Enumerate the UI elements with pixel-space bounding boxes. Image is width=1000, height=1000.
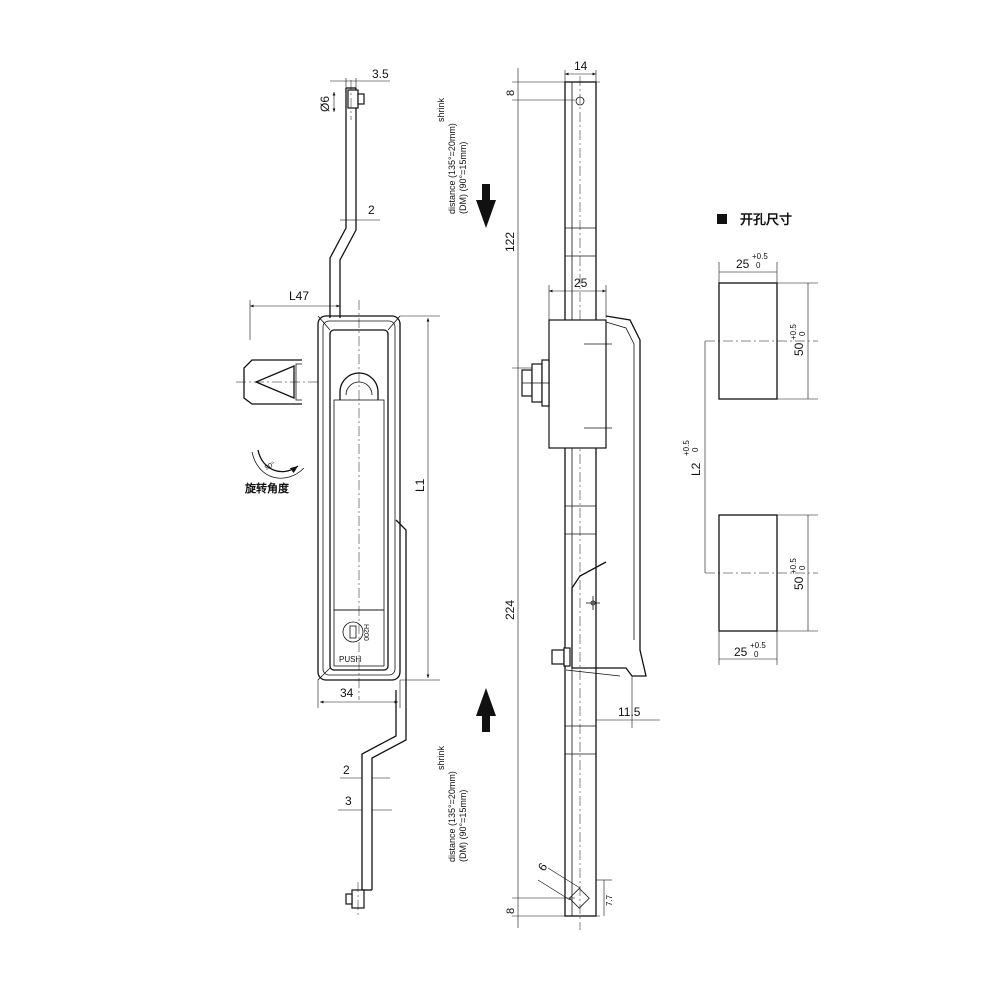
top-rod-left-edge bbox=[329, 88, 347, 318]
cutout-title: 开孔尺寸 bbox=[740, 212, 792, 227]
dim-top-gap: 8 bbox=[505, 90, 517, 96]
rotation-angle: 90° bbox=[263, 460, 276, 472]
arrow-top-note: shrink distance (135°=20mm) (DM) (90°=15… bbox=[436, 97, 468, 214]
rotation-label: 旋转角度 bbox=[244, 481, 290, 495]
svg-text:+0.5: +0.5 bbox=[789, 324, 798, 340]
svg-text:0: 0 bbox=[691, 447, 700, 452]
lock-panel bbox=[333, 609, 385, 667]
handle-profile bbox=[605, 315, 647, 677]
svg-text:(DM) (90°=15mm): (DM) (90°=15mm) bbox=[458, 790, 468, 862]
arrow-bottom-note: shrink distance (135°=20mm) (DM) (90°=15… bbox=[436, 745, 468, 862]
side-knob bbox=[243, 359, 302, 405]
dim-body: 25 bbox=[574, 276, 588, 290]
svg-text:+0.5: +0.5 bbox=[750, 641, 766, 650]
dim-bottom-gap: 8 bbox=[505, 908, 517, 914]
dim-end: 7.7 bbox=[605, 894, 614, 906]
arrow-down bbox=[476, 184, 496, 228]
rotation-arrow bbox=[257, 449, 299, 474]
front-view: 3.5 Ø6 2 L47 H200 PUSH bbox=[236, 67, 440, 918]
key-cylinder bbox=[342, 621, 364, 643]
dim-upper: 122 bbox=[503, 232, 517, 252]
cutout-w-top: 25 bbox=[736, 257, 750, 271]
title-bullet bbox=[717, 214, 727, 224]
svg-text:0: 0 bbox=[798, 331, 807, 336]
cutout-L2: L2 bbox=[689, 462, 703, 476]
dim-L47: L47 bbox=[289, 289, 309, 303]
dim-hole: Ø6 bbox=[318, 96, 332, 112]
svg-text:0: 0 bbox=[754, 650, 759, 659]
cutout-h-bottom: 50 bbox=[792, 576, 806, 590]
dim-lower: 224 bbox=[503, 600, 517, 620]
top-rod-right-edge bbox=[339, 88, 357, 318]
svg-text:shrink: shrink bbox=[436, 97, 446, 122]
arrow-up bbox=[476, 688, 496, 732]
top-bolt bbox=[347, 89, 359, 109]
cutout-h-top: 50 bbox=[792, 342, 806, 356]
svg-text:(DM) (90°=15mm): (DM) (90°=15mm) bbox=[458, 142, 468, 214]
bar-bottom-hole bbox=[568, 887, 590, 909]
dim-offset-bottom: 2 bbox=[343, 763, 350, 777]
latch-cam bbox=[395, 519, 407, 690]
cutout-w-bottom: 25 bbox=[734, 645, 748, 659]
svg-text:distance (135°=20mm): distance (135°=20mm) bbox=[447, 771, 457, 862]
dim-width-top: 14 bbox=[574, 59, 588, 73]
lock-bar bbox=[564, 81, 597, 917]
dim-hole: 6 bbox=[535, 860, 550, 874]
svg-text:+0.5: +0.5 bbox=[752, 252, 768, 261]
dim-step: 11.5 bbox=[618, 705, 641, 719]
bottom-rod-left-edge bbox=[361, 690, 397, 890]
handle-cam bbox=[571, 561, 607, 669]
dim-top-width: 3.5 bbox=[372, 67, 389, 81]
push-label: PUSH bbox=[339, 655, 361, 664]
key-code: H200 bbox=[362, 624, 369, 641]
dim-bar: 3 bbox=[345, 794, 352, 808]
svg-text:0: 0 bbox=[756, 261, 761, 270]
svg-text:distance (135°=20mm): distance (135°=20mm) bbox=[447, 123, 457, 214]
small-bolt bbox=[551, 649, 565, 665]
side-view: shrink distance (135°=20mm) (DM) (90°=15… bbox=[436, 59, 660, 930]
housing bbox=[548, 319, 607, 449]
bottom-rod-right-edge bbox=[371, 690, 407, 890]
dim-width: 34 bbox=[340, 686, 354, 700]
svg-text:shrink: shrink bbox=[436, 745, 446, 770]
dim-L1: L1 bbox=[413, 478, 427, 492]
svg-text:0: 0 bbox=[798, 565, 807, 570]
svg-text:+0.5: +0.5 bbox=[789, 558, 798, 574]
dim-offset-top: 2 bbox=[368, 203, 375, 217]
cutout-view: 开孔尺寸 25 +0.5 0 50 +0.5 0 L2 +0.5 0 50 +0… bbox=[682, 212, 818, 665]
svg-text:+0.5: +0.5 bbox=[682, 440, 691, 456]
